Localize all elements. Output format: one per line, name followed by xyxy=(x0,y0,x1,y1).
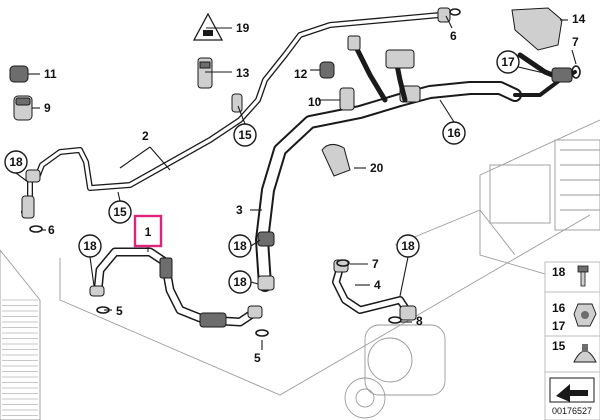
callout-10: 10 xyxy=(308,95,322,109)
callout-1: 1 xyxy=(145,225,152,239)
callout-7-b: 7 xyxy=(372,257,379,271)
callout-5-a: 5 xyxy=(116,304,123,318)
highlight-box xyxy=(133,214,163,248)
callout-16: 16 xyxy=(447,126,461,140)
warning-label-icon xyxy=(192,12,224,41)
callout-17: 17 xyxy=(501,55,515,69)
cap-icon-12 xyxy=(319,61,335,79)
callout-14: 14 xyxy=(572,12,586,26)
o-rings xyxy=(29,8,581,337)
assembly-frame xyxy=(59,209,591,396)
callout-6-a: 6 xyxy=(48,223,55,237)
callout-18-c: 18 xyxy=(233,239,247,253)
callout-13: 13 xyxy=(236,66,250,80)
clip-icon xyxy=(573,344,597,363)
compressor-outline xyxy=(344,324,446,419)
legend-panel: 18 16 17 15 00176527 xyxy=(544,261,600,420)
callout-18-e: 18 xyxy=(401,239,415,253)
legend-15: 15 xyxy=(552,339,566,353)
leader-lines xyxy=(15,15,577,350)
clamp-icon xyxy=(321,144,351,177)
callout-9: 9 xyxy=(44,101,51,115)
callout-11: 11 xyxy=(44,67,57,81)
callout-18-b: 18 xyxy=(83,239,97,253)
callout-15-a: 15 xyxy=(238,128,252,142)
callouts: 19 13 11 9 15 2 18 6 15 1 18 5 6 14 7 17… xyxy=(4,12,586,365)
callout-2: 2 xyxy=(142,129,149,143)
pressure-hose-1 xyxy=(89,247,263,328)
callout-6-b: 6 xyxy=(450,29,457,43)
evaporator-outline xyxy=(479,119,600,291)
callout-19: 19 xyxy=(236,21,250,35)
bracket-icon xyxy=(511,7,563,51)
cap-icon xyxy=(9,65,29,83)
callout-18-d: 18 xyxy=(233,275,247,289)
callout-3: 3 xyxy=(236,203,243,217)
refrigerant-line-2 xyxy=(21,12,443,219)
condenser-outline xyxy=(0,249,41,420)
legend-18: 18 xyxy=(552,265,566,279)
legend-16: 16 xyxy=(552,301,566,315)
callout-8: 8 xyxy=(416,314,423,328)
callout-18-a: 18 xyxy=(9,155,23,169)
callout-7-a: 7 xyxy=(572,35,579,49)
arrow-icon xyxy=(549,377,595,403)
suction-hose-3 xyxy=(255,70,577,292)
legend-17: 17 xyxy=(552,319,566,333)
callout-15-b: 15 xyxy=(113,205,127,219)
diagram-code: 00176527 xyxy=(552,406,592,416)
callout-5-b: 5 xyxy=(254,351,261,365)
nut-icon xyxy=(573,303,597,327)
valve-icon-10 xyxy=(339,87,355,111)
upper-right-lines xyxy=(347,35,573,103)
callout-12: 12 xyxy=(294,67,308,81)
screw-icon xyxy=(577,265,589,287)
callout-20: 20 xyxy=(370,161,384,175)
small-parts xyxy=(9,7,563,183)
callout-4: 4 xyxy=(374,278,381,292)
